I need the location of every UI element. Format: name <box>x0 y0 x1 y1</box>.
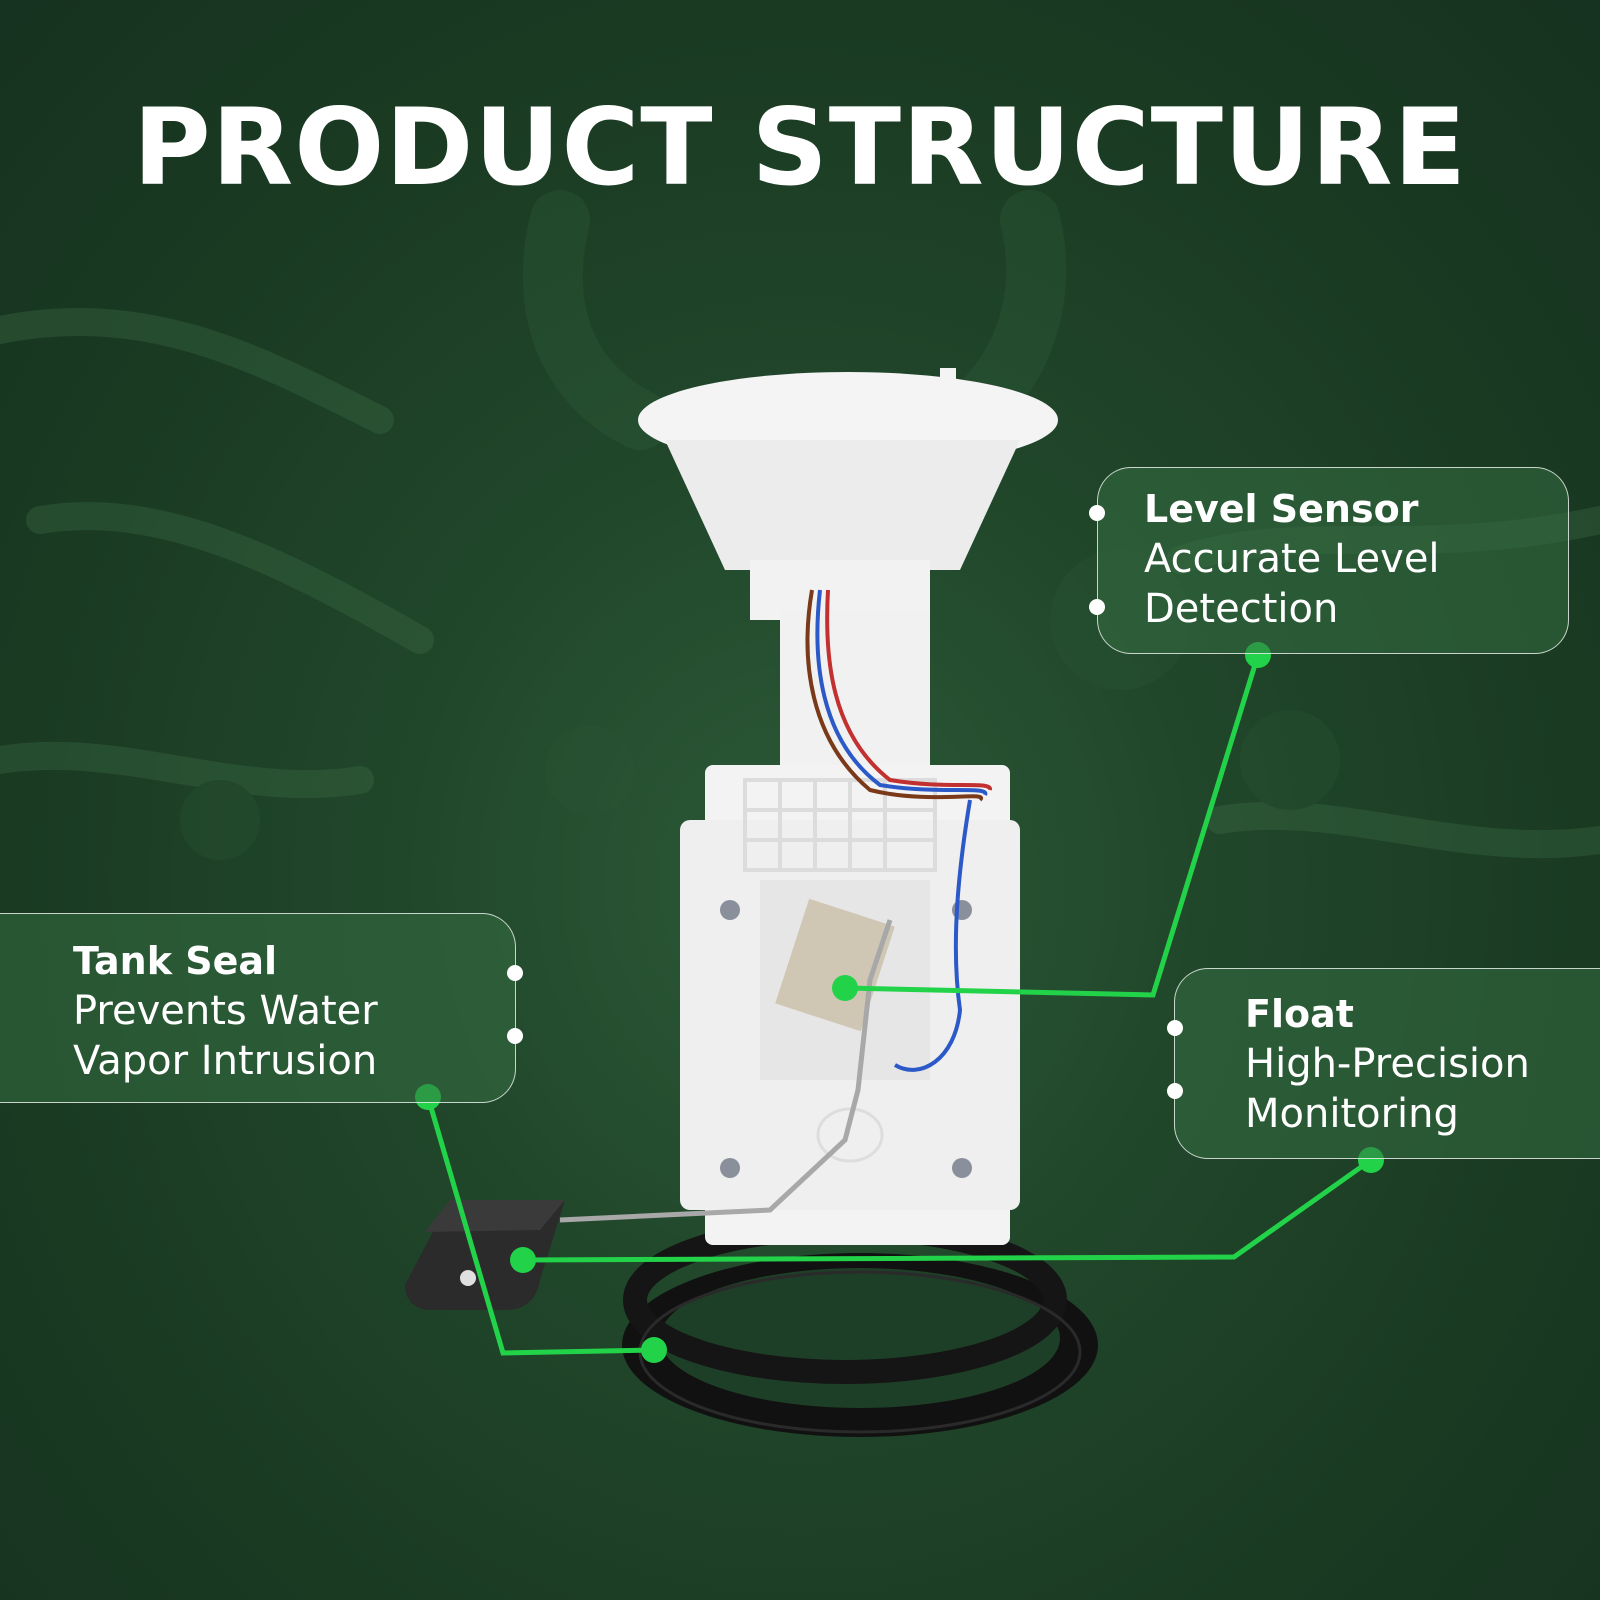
tank-seal-bullet-1 <box>507 965 523 981</box>
level-sensor-heading: Level Sensor <box>1144 487 1419 531</box>
level-sensor-bullet-1 <box>1089 505 1105 521</box>
level-sensor-callout: Level Sensor Accurate Level Detection <box>1097 467 1569 654</box>
level-sensor-bullet-2 <box>1089 599 1105 615</box>
float-bullet-1 <box>1167 1020 1183 1036</box>
pump-wiring <box>805 589 992 1072</box>
float-arm <box>559 919 893 1223</box>
pump-neck <box>780 610 930 780</box>
level-sensor-description: Accurate Level Detection <box>1144 536 1440 632</box>
page-title: PRODUCT STRUCTURE <box>132 86 1468 209</box>
float-bullet-2 <box>1167 1083 1183 1099</box>
tank-seal-callout: Tank Seal Prevents Water Vapor Intrusion <box>0 913 516 1103</box>
float-heading: Float <box>1245 992 1354 1036</box>
pump-flange <box>638 368 1058 620</box>
tank-seal-description: Prevents Water Vapor Intrusion <box>73 988 378 1084</box>
float-callout: Float High-Precision Monitoring <box>1174 968 1600 1159</box>
tank-seal-ring <box>622 1216 1098 1437</box>
float-description: High-Precision Monitoring <box>1245 1041 1530 1137</box>
tank-seal-bullet-2 <box>507 1028 523 1044</box>
tank-seal-heading: Tank Seal <box>73 939 278 983</box>
pump-body <box>680 765 1020 1245</box>
leader-lines <box>425 654 1373 1356</box>
